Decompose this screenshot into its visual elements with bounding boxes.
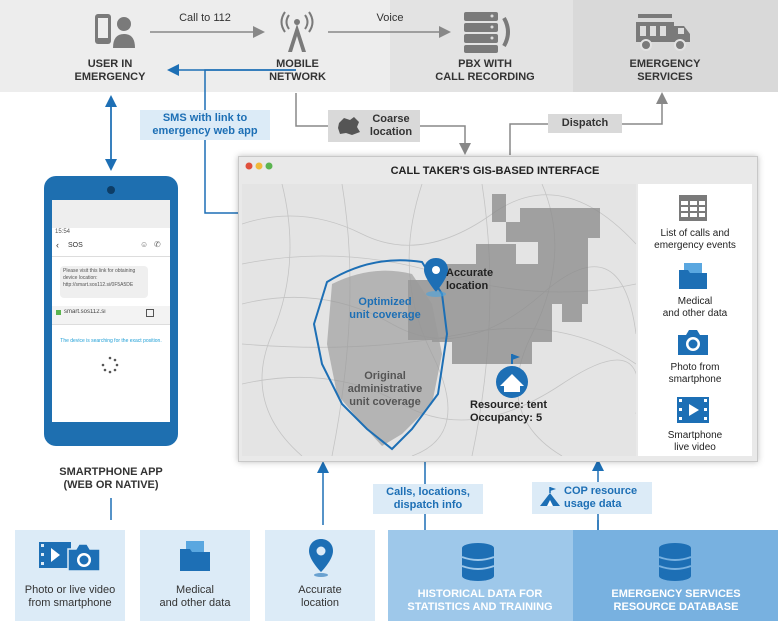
browser-url[interactable]: smart.sos112.si <box>64 309 106 315</box>
chat-title: SOS <box>68 242 83 249</box>
cop-resource-label: COP resource usage data <box>564 485 638 510</box>
pbx-server-icon <box>464 12 510 53</box>
side-item-label: Smartphone live video <box>667 430 723 453</box>
person-icon[interactable]: ☺ <box>140 240 149 249</box>
original-coverage-label: Original administrative unit coverage <box>347 370 423 408</box>
optimized-coverage-label: Optimized unit coverage <box>349 296 421 321</box>
window-controls <box>245 162 273 170</box>
lock-icon <box>56 310 61 315</box>
gis-map <box>242 184 636 456</box>
browser-bar <box>52 306 170 325</box>
location-pin-icon <box>309 539 333 577</box>
photo-video-icon <box>39 542 101 572</box>
emergency-services-label: EMERGENCY SERVICES <box>629 58 701 83</box>
back-arrow-icon[interactable]: ‹ <box>56 240 59 250</box>
accurate-location-pin <box>424 258 448 297</box>
folder-icon <box>679 263 707 289</box>
mobile-network-label: MOBILE NETWORK <box>269 58 326 83</box>
bottom-location-label: Accurate location <box>298 584 342 609</box>
voice-arrow-label: Voice <box>376 12 404 24</box>
user-label: USER IN EMERGENCY <box>74 58 146 83</box>
coarse-location-label: Coarse location <box>369 113 413 138</box>
smartphone-user-icon <box>95 14 135 48</box>
smartphone-camera <box>107 186 115 194</box>
dispatch-tag: Dispatch <box>548 114 622 133</box>
resource-marker <box>496 354 528 398</box>
folder-icon <box>180 541 210 571</box>
resource-db-label: EMERGENCY SERVICES RESOURCE DATABASE <box>611 588 741 613</box>
gis-title: CALL TAKER'S GIS-BASED INTERFACE <box>390 165 600 177</box>
tent-icon <box>540 487 560 506</box>
status-time: 15:54 <box>55 229 71 235</box>
accurate-location-map-label: Accurate location <box>446 267 494 292</box>
bottom-photo-label: Photo or live video from smartphone <box>24 584 116 609</box>
video-icon <box>677 397 709 423</box>
region-map-icon <box>338 117 360 135</box>
historical-db-label: HISTORICAL DATA FOR STATISTICS AND TRAIN… <box>407 588 553 613</box>
resource-database-icon <box>658 543 692 581</box>
chat-header <box>52 236 170 257</box>
bottom-medical-label: Medical and other data <box>159 584 231 609</box>
sms-link-tag: SMS with link to emergency web app <box>140 110 270 140</box>
antenna-icon <box>280 11 314 52</box>
side-item-label: Photo from smartphone <box>668 362 722 385</box>
historical-database-icon <box>461 543 495 581</box>
resource-tent-label: Resource: tent Occupancy: 5 <box>470 399 548 424</box>
optimized-coverage-outline <box>312 259 449 451</box>
tab-count-icon[interactable] <box>146 309 154 317</box>
side-item-label: Medical and other data <box>662 296 728 319</box>
status-bar <box>52 200 170 228</box>
table-icon <box>679 195 707 221</box>
pbx-label: PBX WITH CALL RECORDING <box>435 58 535 83</box>
sms-message-bubble: Please visit this link for obtaining dev… <box>60 266 148 298</box>
original-coverage-area <box>327 270 442 446</box>
call-arrow-label: Call to 112 <box>179 12 231 24</box>
loading-spinner-icon <box>101 356 119 374</box>
fire-truck-icon <box>636 14 690 51</box>
side-item-label: List of calls and emergency events <box>654 228 736 251</box>
searching-text: The device is searching for the exact po… <box>60 338 162 344</box>
calls-dispatch-tag: Calls, locations, dispatch info <box>373 484 483 514</box>
smartphone-app-label: SMARTPHONE APP (WEB OR NATIVE) <box>59 466 163 491</box>
camera-icon <box>678 330 708 355</box>
call-icon[interactable]: ✆ <box>154 240 161 249</box>
